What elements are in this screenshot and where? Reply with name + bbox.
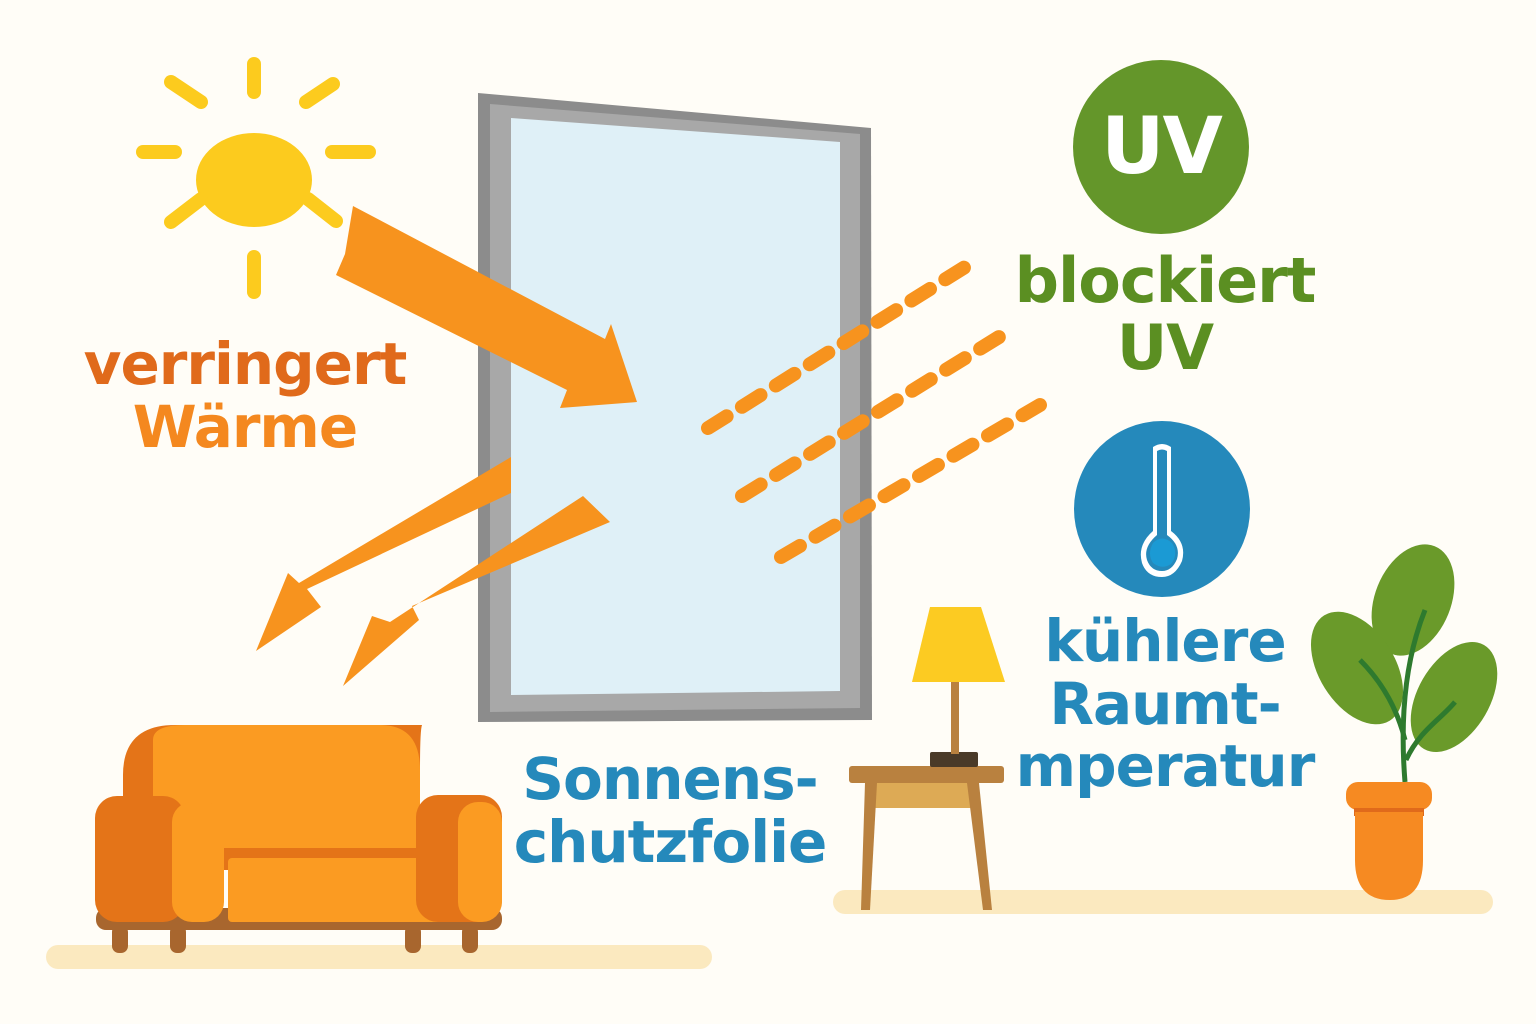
uv-label-line1: blockiert xyxy=(1014,244,1317,317)
floor-right xyxy=(833,890,1493,914)
cooler-room-label: kühlere Raumt- mperatur xyxy=(1010,610,1320,798)
uv-label-line2: UV xyxy=(1116,310,1214,384)
uv-block-label: blockiert UV xyxy=(1010,244,1320,384)
incoming-heat-arrow xyxy=(336,206,637,408)
lamp-illustration xyxy=(912,607,1005,767)
uv-badge-icon: UV xyxy=(1073,60,1249,234)
heat-reduction-label: verringert Wärme xyxy=(70,333,420,458)
heat-label-line2: Wärme xyxy=(132,392,358,461)
film-label-line1: Sonnens- xyxy=(522,745,818,813)
cool-label-line1: kühlere xyxy=(1044,607,1286,675)
thermometer-badge xyxy=(1074,421,1250,597)
blocked-uv-rays xyxy=(701,260,1047,564)
sun-protection-film-label: Sonnens- chutzfolie xyxy=(490,748,850,873)
uv-badge-text: UV xyxy=(1101,102,1223,192)
floor-left xyxy=(46,945,712,969)
film-label-line2: chutzfolie xyxy=(513,807,828,876)
sofa-illustration xyxy=(95,725,502,953)
sun-icon xyxy=(136,57,376,299)
cool-label-line3: mperatur xyxy=(1015,732,1316,801)
reflected-heat-arrows xyxy=(256,457,610,686)
cool-label-line2: Raumt- xyxy=(1049,669,1281,738)
thermometer-icon xyxy=(1140,444,1184,577)
heat-label-line1: verringert xyxy=(83,330,408,398)
side-table-illustration xyxy=(849,766,1004,910)
window-illustration xyxy=(478,93,872,722)
potted-plant-illustration xyxy=(1310,544,1498,900)
